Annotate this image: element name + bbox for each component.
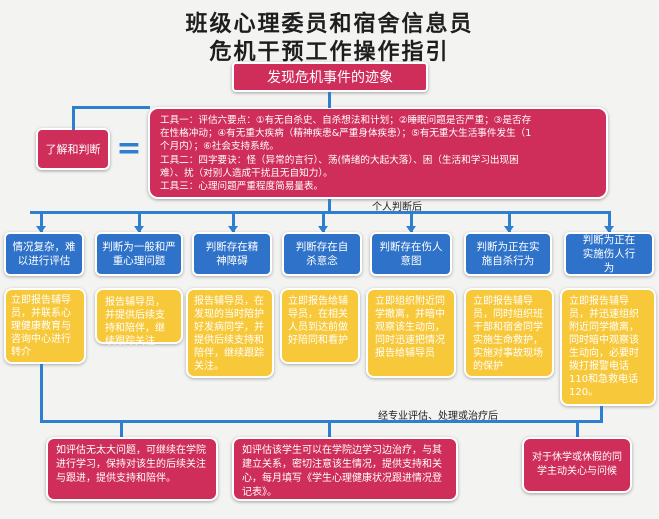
action-text-6: 立即报告辅导员，同时组织班干部和宿舍同学实施生命救护，实施对事故现场的保护 <box>473 296 543 372</box>
action-text-4: 立即报告给辅导员，在相关人员到达前做好陪同和看护 <box>288 296 348 346</box>
action-box-3: 报告辅导员，在发现的当时陪护好发病同学，并提供后续支持和陪伴，继续跟踪关注。 <box>186 288 274 378</box>
note-professional: 经专业评估、处理或治疗后 <box>378 411 498 422</box>
arrowhead-judgment-6 <box>504 226 514 233</box>
connector-outcome-3 <box>576 423 579 437</box>
judgment-box-7: 判断为正在实施伤人行为 <box>564 232 654 276</box>
judgment-label-6: 判断为正在实施自杀行为 <box>476 241 540 267</box>
outcome-text-3: 对于休学或休假的同学主动关心与问候 <box>532 452 622 477</box>
note-personal: 个人判断后 <box>372 202 422 213</box>
judgment-box-6: 判断为正在实施自杀行为 <box>464 232 552 276</box>
action-text-5: 立即组织附近同学撤离，并暗中观察该生动向，同时迅速把情况报告给辅导员 <box>375 296 445 359</box>
outcome-text-1: 如评估无太大问题，可继续在学院进行学习，保持对该生的后续关注与跟进，提供支持和陪… <box>56 445 206 484</box>
connector-judgment-4 <box>322 211 325 232</box>
arrowhead-judgment-3 <box>228 226 238 233</box>
judgment-box-3: 判断存在精神障碍 <box>192 232 272 276</box>
title-line-1: 班级心理委员和宿舍信息员 <box>185 12 474 37</box>
arrowhead-judgment-4 <box>318 226 328 233</box>
discover-box: 发现危机事件的迹象 <box>232 62 428 92</box>
arrowhead-judgment-5 <box>406 226 416 233</box>
action-text-2: 报告辅导员，并提供后续支持和陪伴，继续跟踪关注 <box>105 297 165 347</box>
connector-judgment-6 <box>508 211 511 232</box>
tools-line-2: 在性格冲动；④有无重大疾病（精神疾患&严重身体疾患）；⑤有无重大生活事件发生（1 <box>160 128 532 140</box>
tools-box: 工具一：评估六要点：①有无自杀史、自杀想法和计划；②睡眠问题是否严重；③是否存 … <box>148 107 608 199</box>
action-text-3: 报告辅导员，在发现的当时陪护好发病同学，并提供后续支持和陪伴，继续跟踪关注。 <box>194 296 264 372</box>
action-box-7: 立即报告辅导员，并迅速组织附近同学撤离，同时暗中观察该生动向，必要时拨打报警电话… <box>560 288 656 406</box>
connector-understand-up <box>72 106 75 130</box>
discover-label: 发现危机事件的迹象 <box>267 70 393 86</box>
judgment-label-3: 判断存在精神障碍 <box>205 241 259 267</box>
judgment-box-5: 判断存在伤人意图 <box>370 232 452 276</box>
connector-outcome-2 <box>328 423 331 437</box>
outcome-box-1: 如评估无太大问题，可继续在学院进行学习，保持对该生的后续关注与跟进，提供支持和陪… <box>46 437 218 501</box>
judgment-label-1: 情况复杂，难以进行评估 <box>12 241 76 267</box>
equals-sign: = <box>116 130 142 166</box>
connector-judgment-5 <box>410 211 413 232</box>
connector-outcome-1 <box>120 423 123 437</box>
arrowhead-judgment-2 <box>134 226 144 233</box>
connector-judgment-1 <box>40 211 43 232</box>
connector-judgment-bus <box>30 211 608 214</box>
arrowhead-judgment-7 <box>604 226 614 233</box>
connector-understand-horizontal <box>72 106 150 109</box>
action-box-1: 立即报告辅导员，并联系心理健康教育与咨询中心进行转介 <box>4 288 86 364</box>
judgment-label-7: 判断为正在实施伤人行为 <box>582 234 636 274</box>
judgment-label-2: 判断为一般和严重心理问题 <box>102 241 176 267</box>
outcome-box-2: 如评估该学生可以在学院边学习边治疗，与其建立关系，密切注意该生情况，提供支持和关… <box>232 437 458 501</box>
connector-outcome-bus <box>40 420 600 423</box>
tools-line-5: 难）、扰（对别人造成干扰且无自知力）。 <box>160 167 333 179</box>
tools-line-6: 工具三：心理问题严重程度简易量表。 <box>160 181 324 193</box>
connector-discover-tools <box>328 92 331 108</box>
action-box-4: 立即报告给辅导员，在相关人员到达前做好陪同和看护 <box>280 288 360 364</box>
connector-judgment-2 <box>138 211 141 232</box>
judgment-label-4: 判断存在自杀意念 <box>295 241 349 267</box>
judgment-box-4: 判断存在自杀意念 <box>282 232 362 276</box>
judgment-label-5: 判断存在伤人意图 <box>379 241 443 267</box>
tools-line-4: 工具二：四字要诀：怪（异常的言行）、荡(情绪的大起大落）、困（生活和学习出现困 <box>160 154 519 166</box>
action-box-5: 立即组织附近同学撤离，并暗中观察该生动向，同时迅速把情况报告给辅导员 <box>366 288 456 378</box>
action-text-7: 立即报告辅导员，并迅速组织附近同学撤离，同时暗中观察该生动向，必要时拨打报警电话… <box>569 296 639 398</box>
judgment-box-2: 判断为一般和严重心理问题 <box>95 232 183 276</box>
action-text-1: 立即报告辅导员，并联系心理健康教育与咨询中心进行转介 <box>11 295 71 358</box>
outcome-text-2: 如评估该学生可以在学院边学习边治疗，与其建立关系，密切注意该生情况，提供支持和关… <box>242 445 442 498</box>
connector-left-down <box>40 364 43 420</box>
action-box-2: 报告辅导员，并提供后续支持和陪伴，继续跟踪关注 <box>95 288 183 347</box>
outcome-box-3: 对于休学或休假的同学主动关心与问候 <box>522 437 632 493</box>
connector-judgment-7 <box>608 211 611 232</box>
connector-tools-down <box>328 199 331 211</box>
understand-box: 了解和判断 <box>36 128 110 170</box>
connector-judgment-3 <box>232 211 235 232</box>
judgment-box-1: 情况复杂，难以进行评估 <box>4 232 84 276</box>
arrowhead-judgment-1 <box>36 226 46 233</box>
tools-line-3: 个月内）；⑥社会支持系统。 <box>160 141 279 153</box>
title-line-2: 危机干预工作操作指引 <box>209 40 450 65</box>
tools-line-1: 工具一：评估六要点：①有无自杀史、自杀想法和计划；②睡眠问题是否严重；③是否存 <box>160 115 532 126</box>
action-box-6: 立即报告辅导员，同时组织班干部和宿舍同学实施生命救护，实施对事故现场的保护 <box>464 288 554 378</box>
connector-right-up <box>600 406 603 423</box>
understand-label: 了解和判断 <box>45 143 101 156</box>
